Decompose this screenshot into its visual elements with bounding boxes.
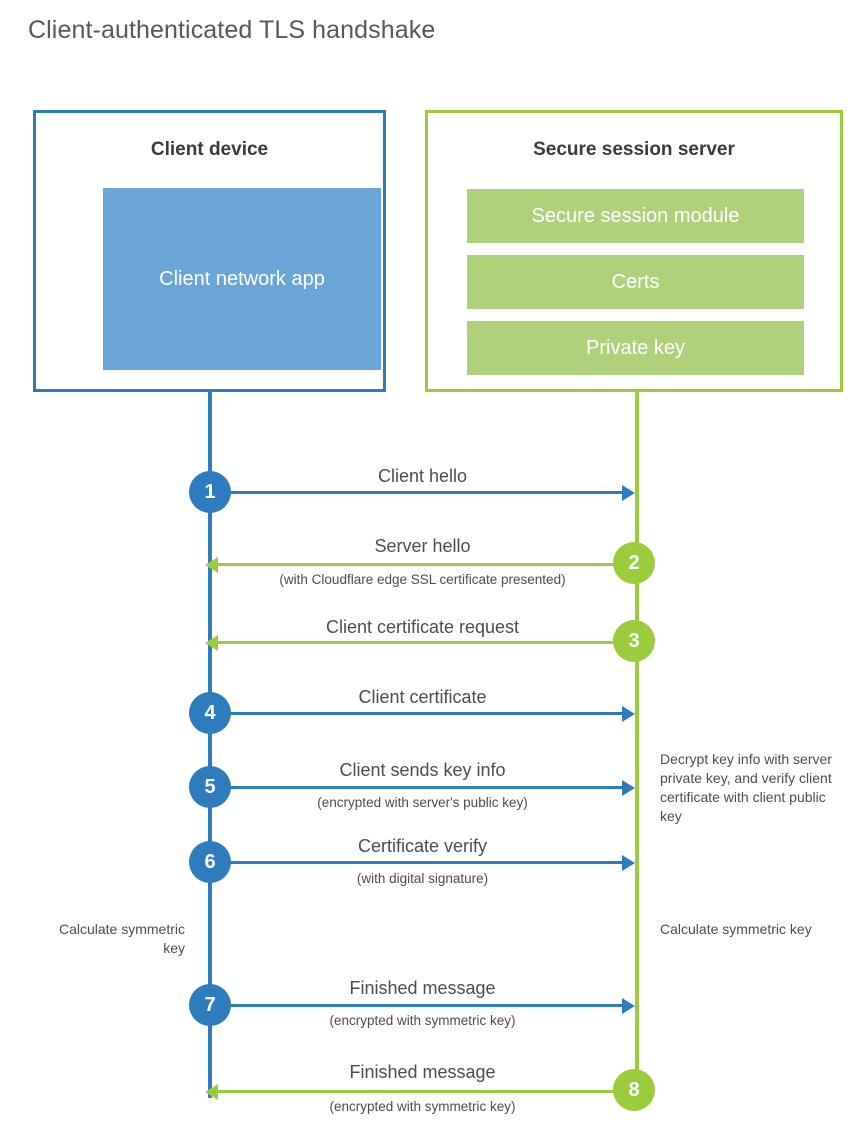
client-device-box: Client device Client network app: [33, 110, 386, 392]
step-5-sublabel: (encrypted with server's public key): [317, 795, 528, 810]
step-3-arrow-line: [216, 641, 637, 644]
secure-session-server-box: Secure session server Secure session mod…: [425, 110, 843, 392]
step-4-label: Client certificate: [358, 687, 487, 707]
step-8-label: Finished message: [349, 1062, 496, 1082]
step-5-label: Client sends key info: [339, 760, 506, 780]
step-1-arrow-head-icon: [622, 485, 635, 501]
step-1-number-badge: 1: [189, 471, 231, 513]
step-2-arrow-line: [216, 563, 637, 566]
step-4-number-badge: 4: [189, 692, 231, 734]
step-2-label: Server hello: [374, 536, 471, 556]
step-5-number-badge: 5: [189, 766, 231, 808]
server-decrypt-note: Decrypt key info with server private key…: [660, 751, 832, 824]
step-6-sublabel: (with digital signature): [356, 871, 489, 886]
secure-session-server-title: Secure session server: [533, 139, 735, 160]
step-2-number-badge: 2: [613, 542, 655, 584]
client-device-title: Client device: [150, 139, 269, 160]
step-8-number-badge: 8: [613, 1069, 655, 1111]
step-4-arrow-head-icon: [622, 706, 635, 722]
step-7-arrow-head-icon: [622, 998, 635, 1014]
step-8-arrow-head-icon: [205, 1084, 218, 1100]
step-4-arrow-line: [210, 712, 625, 715]
client-calculate-symmetric-key-note: Calculate symmetric key: [58, 921, 185, 956]
step-8-sublabel: (encrypted with symmetric key): [329, 1099, 516, 1114]
step-2-arrow-head-icon: [205, 557, 218, 573]
step-6-label: Certificate verify: [357, 836, 488, 856]
step-2-sublabel: (with Cloudflare edge SSL certificate pr…: [279, 572, 566, 587]
step-7-sublabel: (encrypted with symmetric key): [329, 1013, 516, 1028]
server-component-secure-session-module: Secure session module: [467, 189, 804, 243]
step-8-arrow-line: [216, 1090, 637, 1093]
step-3-label: Client certificate request: [325, 617, 520, 637]
server-component-private-key: Private key: [467, 321, 804, 375]
client-network-app-block: Client network app: [103, 188, 381, 370]
step-5-arrow-line: [210, 786, 625, 789]
step-1-arrow-line: [210, 491, 625, 494]
step-6-number-badge: 6: [189, 841, 231, 883]
server-component-certs: Certs: [467, 255, 804, 309]
server-calculate-symmetric-key-note: Calculate symmetric key: [660, 921, 812, 937]
step-5-arrow-head-icon: [622, 780, 635, 796]
server-lifeline: [635, 392, 639, 1092]
step-7-number-badge: 7: [189, 984, 231, 1026]
step-6-arrow-head-icon: [622, 855, 635, 871]
step-7-label: Finished message: [349, 978, 496, 998]
step-7-arrow-line: [210, 1004, 625, 1007]
step-1-label: Client hello: [377, 466, 468, 486]
page-title: Client-authenticated TLS handshake: [28, 16, 436, 44]
step-3-arrow-head-icon: [205, 635, 218, 651]
step-6-arrow-line: [210, 861, 625, 864]
client-lifeline: [208, 392, 212, 1098]
step-3-number-badge: 3: [613, 620, 655, 662]
